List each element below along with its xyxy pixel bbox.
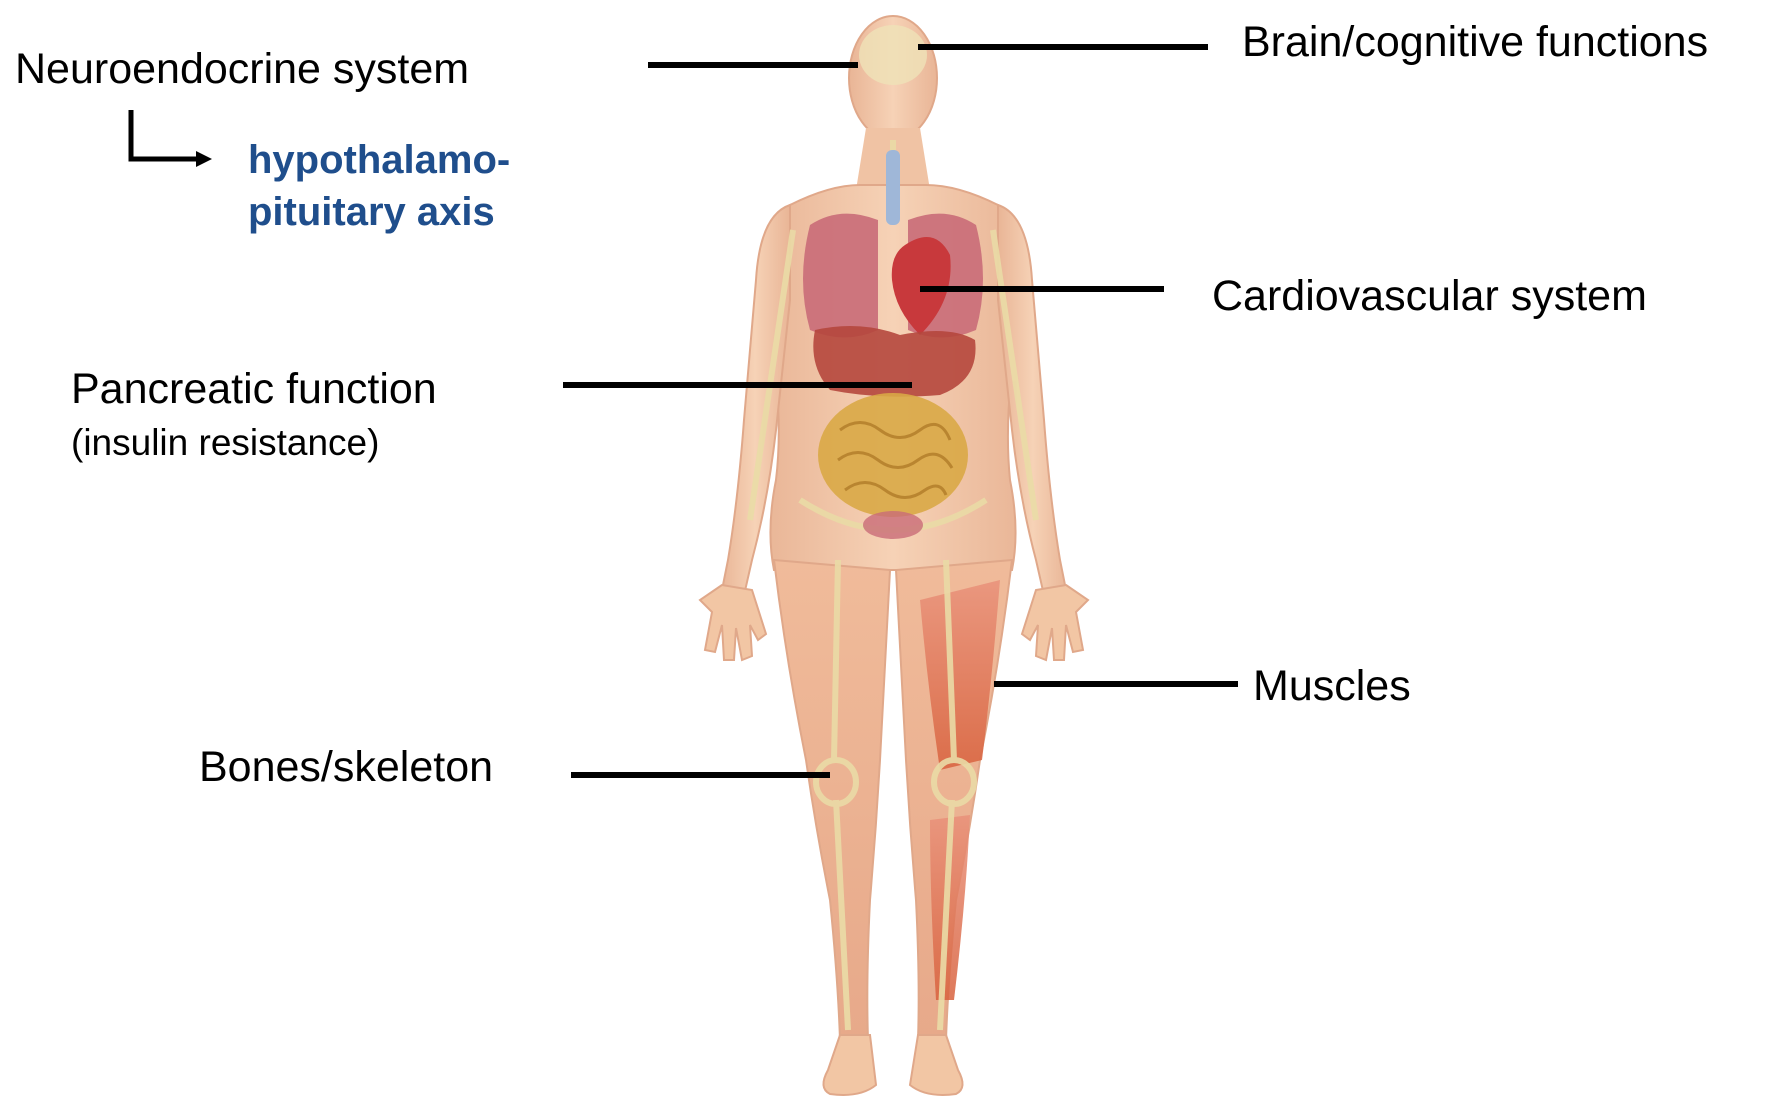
cardiovascular-label: Cardiovascular system bbox=[1212, 272, 1647, 321]
pancreatic-note-label: (insulin resistance) bbox=[71, 422, 379, 465]
hypothalamo-label-line1: hypothalamo- bbox=[248, 135, 510, 186]
hypothalamo-label-line2: pituitary axis bbox=[248, 187, 495, 238]
bones-label: Bones/skeleton bbox=[199, 743, 493, 792]
elbow-arrow-icon bbox=[131, 110, 212, 167]
muscles-label: Muscles bbox=[1253, 662, 1411, 711]
pancreatic-label: Pancreatic function bbox=[71, 365, 437, 414]
neuroendocrine-label: Neuroendocrine system bbox=[15, 45, 469, 94]
brain-label: Brain/cognitive functions bbox=[1242, 18, 1708, 67]
